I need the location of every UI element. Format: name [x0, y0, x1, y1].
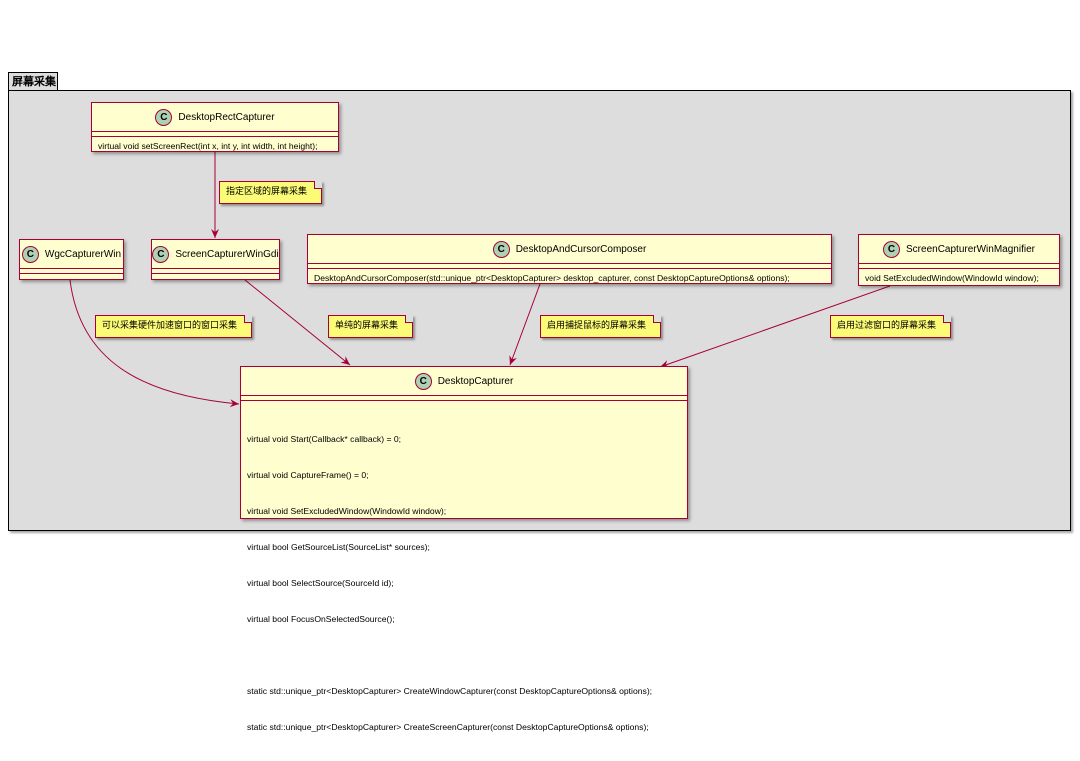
method: virtual void setScreenRect(int x, int y,…: [98, 141, 318, 151]
class-c-icon: C: [883, 240, 901, 258]
arrow-gdi-to-desktop-capturer: [244, 279, 351, 366]
method: DesktopAndCursorComposer(std::unique_ptr…: [314, 273, 790, 283]
arrow-wgc-to-desktop-capturer: [69, 279, 240, 408]
method-list: virtual void Start(Callback* callback) =…: [241, 401, 687, 761]
package-tab: 屏幕采集: [8, 72, 58, 91]
class-desktop-and-cursor-composer: C DesktopAndCursorComposer DesktopAndCurs…: [307, 234, 832, 284]
method: virtual bool SelectSource(SourceId id);: [247, 578, 394, 588]
class-c-icon: C: [492, 240, 510, 258]
class-c-icon: C: [152, 245, 170, 263]
method: virtual void SetExcludedWindow(WindowId …: [247, 506, 447, 516]
note-gdi: 单纯的屏幕采集: [328, 315, 414, 338]
package-title: 屏幕采集: [12, 76, 56, 88]
class-c-icon: C: [414, 372, 432, 390]
class-c-icon: C: [21, 245, 39, 263]
relations-layer: [69, 152, 891, 408]
class-desktop-capturer: C DesktopCapturer virtual void Start(Call…: [240, 366, 688, 732]
class-desktop-rect-capturer: C DesktopRectCapturer virtual void setScr…: [91, 102, 339, 152]
class-name: WgcCapturerWin: [44, 248, 122, 260]
static-method: static std::unique_ptr<DesktopCapturer> …: [247, 722, 649, 732]
note-wgc: 可以采集硬件加速窗口的窗口采集: [95, 315, 253, 338]
class-wgc-capturer-win: C WgcCapturerWin: [19, 239, 124, 280]
note-cursor: 启用捕捉鼠标的屏幕采集: [540, 315, 662, 338]
method: virtual bool GetSourceList(SourceList* s…: [247, 542, 430, 552]
class-name: DesktopAndCursorComposer: [515, 243, 647, 255]
method: virtual bool FocusOnSelectedSource();: [247, 614, 395, 624]
method: virtual void CaptureFrame() = 0;: [247, 470, 369, 480]
note-magnifier: 启用过滤窗口的屏幕采集: [830, 315, 952, 338]
arrow-cursor-to-desktop-capturer: [509, 283, 541, 366]
note-rect: 指定区域的屏幕采集: [219, 181, 323, 204]
class-name: ScreenCapturerWinMagnifier: [906, 243, 1035, 255]
class-screen-capturer-win-magnifier: C ScreenCapturerWinMagnifier void SetExcl…: [858, 234, 1060, 286]
method: void SetExcludedWindow(WindowId window);: [865, 273, 1039, 283]
class-c-icon: C: [155, 108, 173, 126]
class-name: DesktopRectCapturer: [178, 111, 275, 123]
class-name: ScreenCapturerWinGdi: [175, 248, 279, 260]
method: virtual void Start(Callback* callback) =…: [247, 434, 402, 444]
static-method: static std::unique_ptr<DesktopCapturer> …: [247, 686, 653, 696]
class-screen-capturer-win-gdi: C ScreenCapturerWinGdi: [151, 239, 280, 280]
arrow-magnifier-to-desktop-capturer: [659, 285, 891, 368]
class-name: DesktopCapturer: [437, 375, 514, 387]
